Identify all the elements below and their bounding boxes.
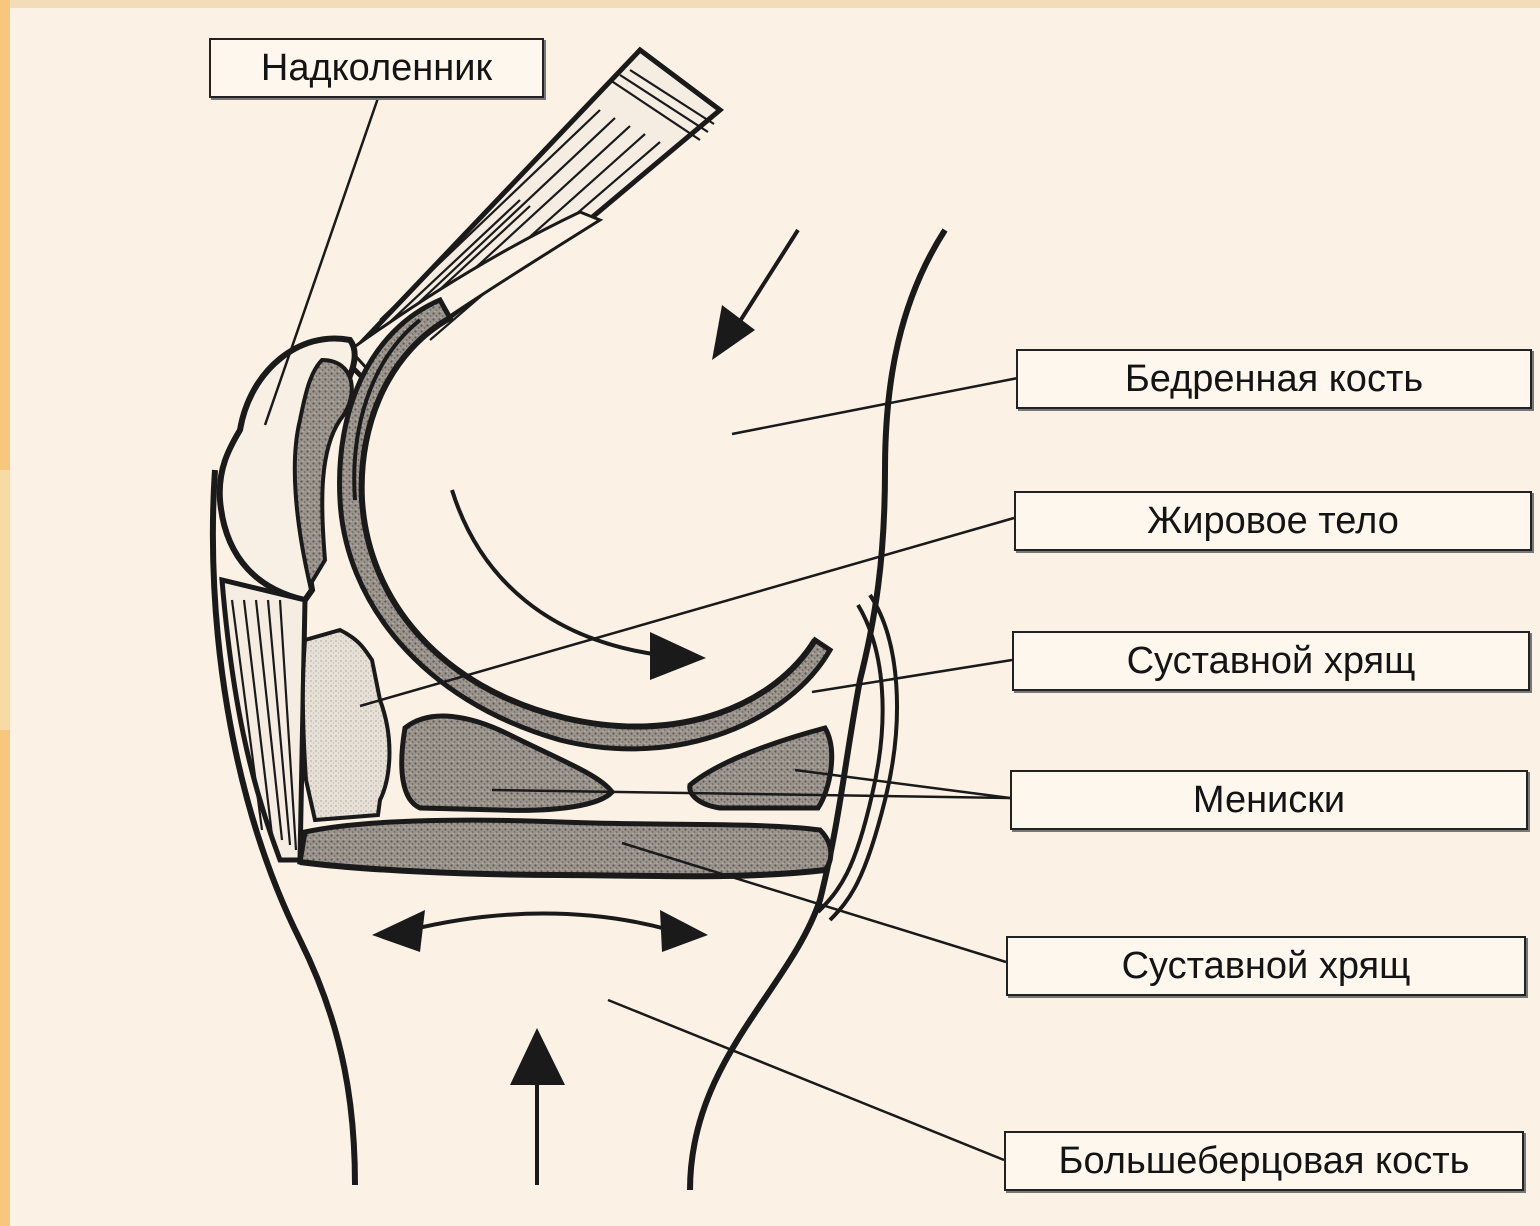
label-femur-text: Бедренная кость <box>1125 360 1423 398</box>
arrow-down-left-icon <box>712 305 755 360</box>
arrow-right-icon <box>650 632 706 680</box>
arrow-left-icon <box>372 910 425 952</box>
fat-pad-shape <box>303 630 390 820</box>
femur-condyle <box>340 300 830 749</box>
label-fat-pad: Жировое тело <box>1014 491 1532 551</box>
label-menisci: Мениски <box>1010 770 1528 830</box>
label-cartilage-lower: Суставной хрящ <box>1006 936 1526 996</box>
leader-lines <box>265 98 1018 1160</box>
arrow-up-icon <box>510 1028 565 1085</box>
arrow-right-icon-2 <box>660 910 708 952</box>
patellar-ligament <box>222 580 305 860</box>
label-tibia-text: Большеберцовая кость <box>1059 1142 1470 1180</box>
label-cartilage-lower-text: Суставной хрящ <box>1122 947 1411 985</box>
label-fat-pad-text: Жировое тело <box>1147 502 1399 540</box>
label-tibia: Большеберцовая кость <box>1004 1131 1524 1191</box>
label-patella: Надколенник <box>209 38 544 98</box>
patella-shape <box>220 338 355 600</box>
label-femur: Бедренная кость <box>1016 349 1532 409</box>
label-patella-text: Надколенник <box>261 49 492 87</box>
label-cartilage-upper: Суставной хрящ <box>1012 631 1530 691</box>
label-menisci-text: Мениски <box>1193 781 1345 819</box>
label-cartilage-upper-text: Суставной хрящ <box>1127 642 1416 680</box>
joint-capsule-outer <box>830 595 897 920</box>
